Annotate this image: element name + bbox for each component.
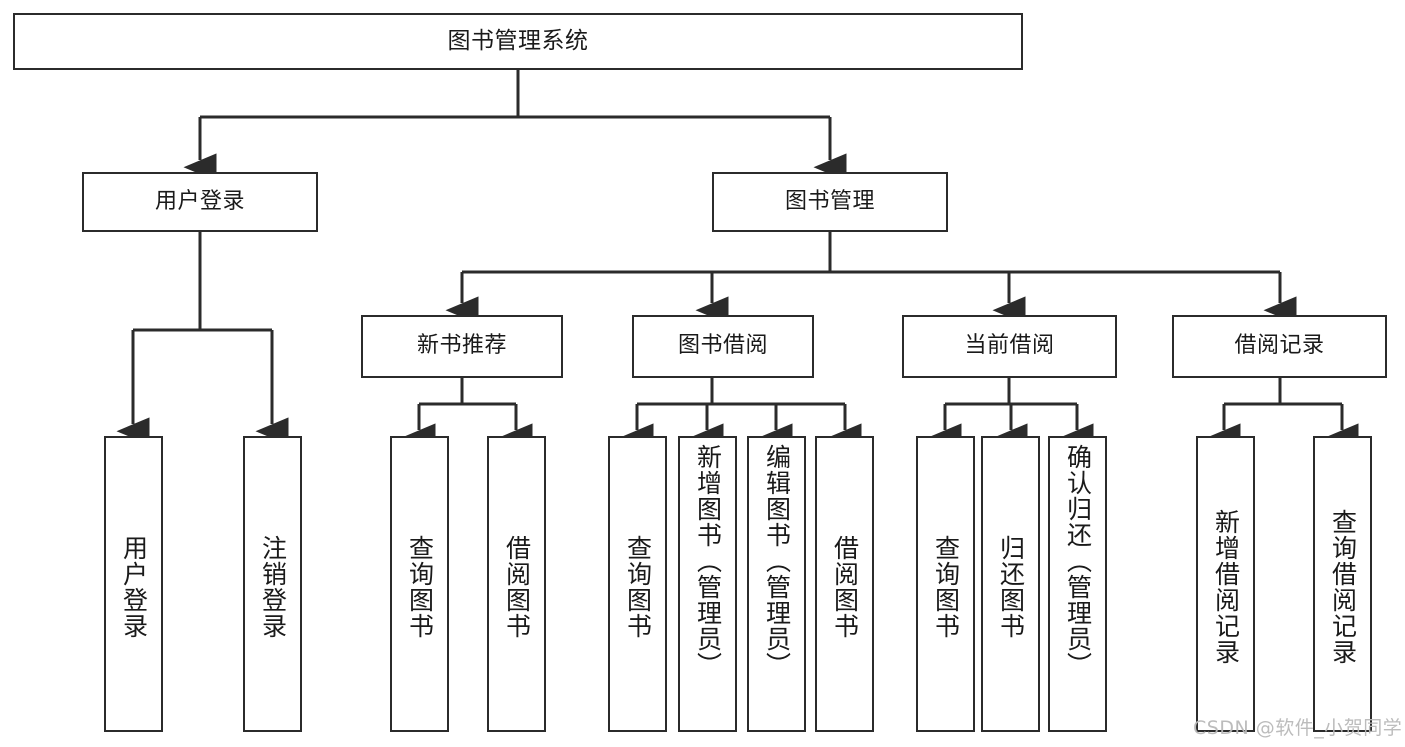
- node-label: 用户登录: [154, 188, 245, 214]
- node-book-borrowing[interactable]: 图书借阅: [632, 315, 814, 378]
- node-label: 用户登录: [119, 535, 149, 639]
- node-label: 查询图书: [405, 535, 435, 639]
- node-label: 注销登录: [258, 535, 288, 639]
- node-label: 当前借阅: [964, 333, 1055, 359]
- node-label: 新增借阅记录: [1211, 509, 1241, 665]
- node-label: 归还图书: [996, 535, 1026, 639]
- leaf-confirm-return-admin[interactable]: 确认归还（管理员）: [1048, 436, 1107, 732]
- node-label: 借阅记录: [1234, 333, 1325, 359]
- node-label: 新书推荐: [416, 333, 507, 359]
- leaf-borrow-book-borrow[interactable]: 借阅图书: [815, 436, 874, 732]
- leaf-query-book-borrow[interactable]: 查询图书: [608, 436, 667, 732]
- node-label: 借阅图书: [830, 535, 860, 639]
- node-label: 确认归还（管理员）: [1063, 444, 1093, 678]
- node-borrowing-records[interactable]: 借阅记录: [1172, 315, 1387, 378]
- node-label: 借阅图书: [502, 535, 532, 639]
- node-book-management[interactable]: 图书管理: [712, 172, 948, 232]
- leaf-return-book[interactable]: 归还图书: [981, 436, 1040, 732]
- node-current-borrowing[interactable]: 当前借阅: [902, 315, 1117, 378]
- node-new-book-recommendation[interactable]: 新书推荐: [361, 315, 563, 378]
- node-label: 新增图书（管理员）: [693, 444, 723, 678]
- node-label: 查询图书: [931, 535, 961, 639]
- leaf-borrow-book-new-rec[interactable]: 借阅图书: [487, 436, 546, 732]
- leaf-query-borrow-record[interactable]: 查询借阅记录: [1313, 436, 1372, 732]
- watermark-text: CSDN @软件_小贺同学: [1193, 717, 1403, 739]
- node-label: 图书借阅: [677, 333, 768, 359]
- node-label: 查询图书: [623, 535, 653, 639]
- leaf-user-login[interactable]: 用户登录: [104, 436, 163, 732]
- leaf-add-borrow-record[interactable]: 新增借阅记录: [1196, 436, 1255, 732]
- node-root-book-management-system[interactable]: 图书管理系统: [13, 13, 1023, 70]
- leaf-query-book-new-rec[interactable]: 查询图书: [390, 436, 449, 732]
- leaf-edit-book-admin[interactable]: 编辑图书（管理员）: [747, 436, 806, 732]
- node-label: 编辑图书（管理员）: [762, 444, 792, 678]
- leaf-logout[interactable]: 注销登录: [243, 436, 302, 732]
- node-user-login[interactable]: 用户登录: [82, 172, 318, 232]
- node-label: 查询借阅记录: [1328, 509, 1358, 665]
- leaf-query-book-current[interactable]: 查询图书: [916, 436, 975, 732]
- leaf-add-book-admin[interactable]: 新增图书（管理员）: [678, 436, 737, 732]
- node-label: 图书管理系统: [447, 27, 589, 54]
- node-label: 图书管理: [784, 188, 875, 214]
